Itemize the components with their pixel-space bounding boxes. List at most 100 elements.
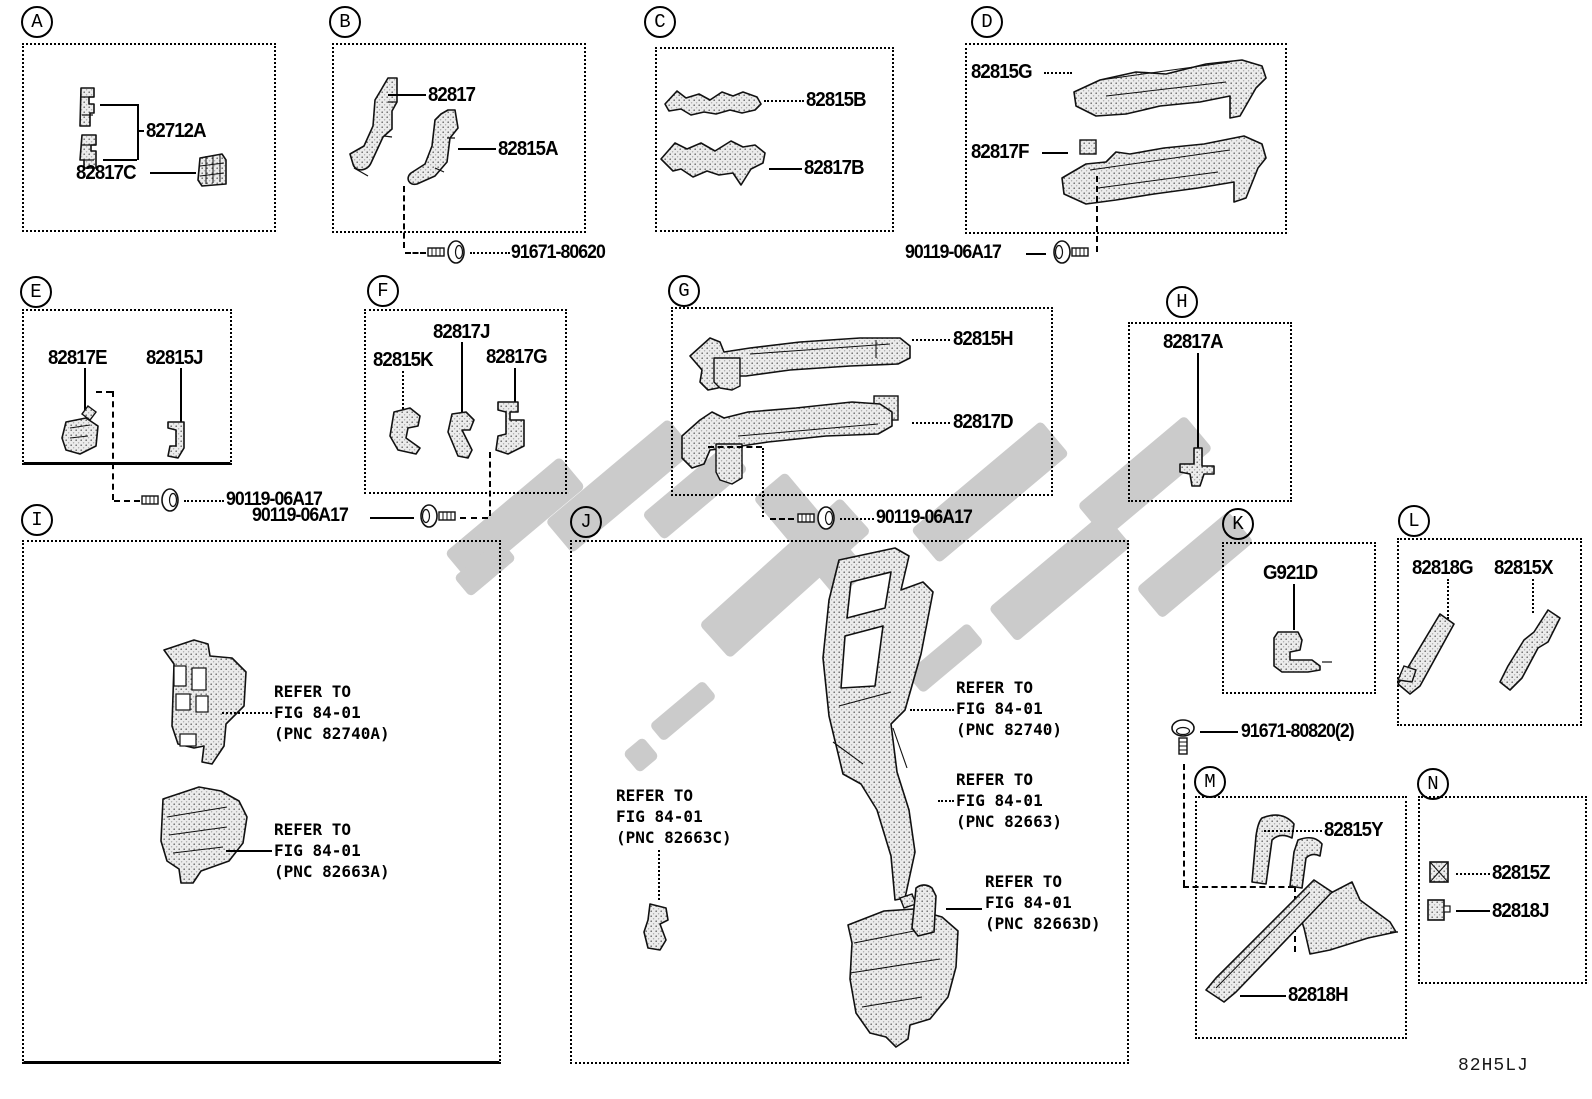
leader-g921d [1293,584,1295,630]
leader-82815a [458,148,496,150]
section-letter-f-text: F [377,280,389,302]
section-box-h [1128,322,1292,502]
section-letter-b-text: B [339,11,351,33]
leader-82817b [769,168,802,170]
part-label-82817d: 82817D [953,411,1014,433]
section-letter-d: D [971,6,1003,38]
connector-dashed-b [403,186,405,248]
part-illustration-82815b [664,90,762,116]
part-label-82815z: 82815Z [1492,862,1550,884]
leader-ref-j1 [910,709,954,711]
bolt-icon-91671-80820 [1171,719,1195,755]
section-letter-g: G [668,275,700,307]
part-label-82815y: 82815Y [1324,819,1383,841]
leader-ref-j3 [658,850,660,900]
leader-82815h [912,339,950,341]
part-illustration-82815a [407,109,459,186]
part-illustration-82818h [1205,879,1333,1003]
leader-bolt-f [370,517,414,519]
ref-text-i2-line2: FIG 84-01 [274,841,361,860]
part-illustration-82815g [1073,59,1267,119]
section-letter-e: E [20,276,52,308]
ref-text-j1-line1: REFER TO [956,678,1034,697]
part-illustration-82817d [681,395,899,485]
leader-82817d [912,422,950,424]
ref-text-j2-line2: FIG 84-01 [956,791,1043,810]
part-label-82815k: 82815K [373,349,434,371]
connector-dashed-g3 [770,518,794,520]
section-letter-c: C [644,6,676,38]
leader-82815g [1044,72,1072,74]
leader-82712a-top [100,104,137,106]
connector-dashed-k2 [1183,886,1294,888]
leader-bolt-d [1026,253,1046,255]
ref-text-j4-line1: REFER TO [985,872,1063,891]
ref-text-i2-line1: REFER TO [274,820,352,839]
part-illustration-82815k [389,407,421,455]
part-illustration-82817 [349,77,398,177]
leader-bolt-b [470,252,510,254]
leader-82817c [150,172,196,174]
leader-ref-j2 [938,800,954,802]
part-label-82818h: 82818H [1288,984,1349,1006]
section-letter-l: L [1398,505,1430,537]
leader-82817j [461,342,463,416]
leader-82817a [1197,353,1199,448]
ref-text-j1-line3: (PNC 82740) [956,720,1062,739]
part-illustration-82818j [1427,899,1451,921]
ref-text-j4-line3: (PNC 82663D) [985,914,1101,933]
section-letter-a: A [21,6,53,38]
section-letter-i-text: I [31,509,43,531]
bolt-icon-90119-06a17-e [141,488,179,512]
leader-ref-j4 [946,908,982,910]
section-box-i [22,540,501,1064]
part-label-82817j: 82817J [433,321,490,343]
leader-82818g [1447,579,1449,619]
leader-82815k [402,371,404,413]
section-letter-a-text: A [31,11,43,33]
part-illustration-82712a-clip2 [79,134,97,169]
bolt-label-90119-06a17-e: 90119-06A17 [226,489,323,510]
part-illustration-82815h [689,337,911,391]
leader-82818h [1240,995,1286,997]
connector-dotted-g2 [762,448,764,517]
part-illustration-82817b [660,140,766,186]
leader-82817f [1042,152,1068,154]
part-label-82817f: 82817F [971,141,1029,163]
section-box-c [655,47,894,232]
connector-dashed-g1 [708,446,762,448]
leader-82818j [1456,910,1490,912]
section-letter-h: H [1166,286,1198,318]
connector-dashed-b2 [405,252,426,254]
bolt-label-90119-06a17-d: 90119-06A17 [905,242,1002,263]
part-illustration-82817e [61,405,99,455]
section-letter-n-text: N [1427,773,1439,795]
part-illustration-82815y-2 [1289,836,1323,889]
part-illustration-82817j [447,411,475,459]
connector-dashed-e3 [114,500,140,502]
part-illustration-82817a [1179,447,1215,487]
part-illustration-pnc82663a [160,786,248,884]
part-label-82817: 82817 [428,84,476,106]
part-illustration-pnc82740 [822,547,934,901]
leader-bolt-g [840,518,874,520]
part-label-82817b: 82817B [804,157,865,179]
part-illustration-g921d [1273,631,1332,673]
part-illustration-82815j [167,421,185,459]
section-box-a [22,43,276,232]
figure-code: 82H5LJ [1458,1056,1529,1076]
part-illustration-82817f [1061,135,1267,205]
part-label-82817e: 82817E [48,347,107,369]
bolt-label-91671-80820: 91671-80820(2) [1241,721,1355,742]
part-label-82815h: 82815H [953,328,1014,350]
connector-dashed-f2 [489,452,491,516]
section-letter-m-text: M [1204,771,1216,793]
leader-82712a-mid [137,130,144,132]
leader-bolt-k [1200,731,1238,733]
leader-82815x [1532,579,1534,613]
leader-82815z [1456,873,1490,875]
section-letter-b: B [329,6,361,38]
section-box-f [364,309,567,494]
part-illustration-82815x [1499,609,1561,691]
ref-text-j3-line2: FIG 84-01 [616,807,703,826]
